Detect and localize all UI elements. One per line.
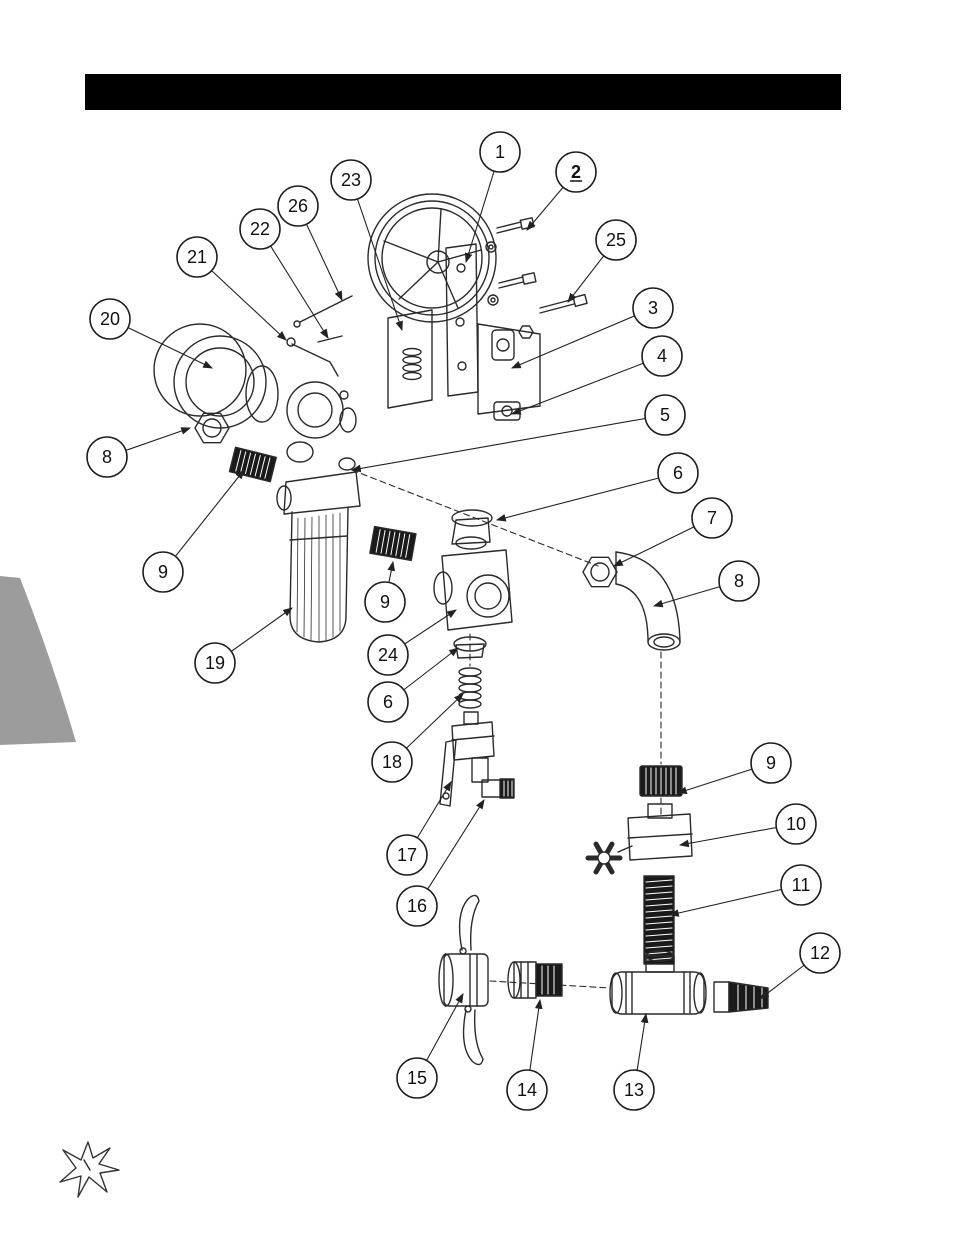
callout-number: 12	[810, 943, 830, 963]
callout-balloon-2: 2	[555, 151, 597, 193]
starburst-logo-icon	[59, 1141, 120, 1198]
leader-line	[495, 472, 679, 522]
callout-number: 20	[100, 309, 120, 329]
callout-balloon-17: 17	[386, 834, 428, 876]
callout-balloon-22: 22	[239, 208, 281, 250]
callout-balloon-21: 21	[176, 236, 218, 278]
callout-balloon-9: 9	[364, 581, 406, 623]
leader-line	[350, 414, 666, 473]
nipple-right-drawing	[639, 765, 683, 797]
callout-number: 6	[383, 692, 393, 712]
mount-bracket-drawing	[387, 243, 541, 421]
callout-number: 21	[187, 247, 207, 267]
callout-balloon-3: 3	[632, 287, 674, 329]
callout-number: 13	[624, 1080, 644, 1100]
center-valve-drawing	[433, 509, 513, 709]
callout-balloon-7: 7	[691, 497, 733, 539]
leader-line	[162, 469, 245, 573]
callout-number: 5	[660, 405, 670, 425]
callout-balloon-11: 11	[780, 864, 822, 906]
callout-number: 14	[517, 1080, 537, 1100]
leader-line	[259, 228, 329, 339]
callout-balloon-24: 24	[367, 634, 409, 676]
callout-number: 8	[102, 447, 112, 467]
shutoff-valve-drawing	[585, 803, 693, 875]
callout-number: 7	[707, 508, 717, 528]
callout-number: 24	[378, 645, 398, 665]
callout-balloon-1: 1	[479, 131, 521, 173]
leader-line	[350, 179, 403, 332]
callout-number: 18	[382, 752, 402, 772]
callout-number: 19	[205, 653, 225, 673]
callout-balloon-8: 8	[86, 436, 128, 478]
callout-balloon-18: 18	[371, 741, 413, 783]
callout-balloon-8: 8	[718, 560, 760, 602]
callout-number: 15	[407, 1068, 427, 1088]
tee-fitting-drawing	[609, 950, 707, 1015]
callout-balloon-14: 14	[506, 1069, 548, 1111]
handwheel-drawing	[367, 193, 497, 323]
callout-balloon-26: 26	[277, 185, 319, 227]
callout-balloon-19: 19	[194, 642, 236, 684]
callout-balloon-5: 5	[644, 394, 686, 436]
callout-balloon-6: 6	[657, 452, 699, 494]
callout-balloon-9: 9	[142, 551, 184, 593]
page-edge-tab	[0, 576, 76, 745]
callout-number: 10	[786, 814, 806, 834]
filter-drawing	[276, 471, 417, 643]
callout-number: 9	[158, 562, 168, 582]
callout-balloon-23: 23	[330, 159, 372, 201]
camlock-coupler-drawing	[438, 894, 489, 1066]
callout-balloon-25: 25	[595, 219, 637, 261]
callout-number: 3	[648, 298, 658, 318]
callout-balloon-20: 20	[89, 298, 131, 340]
callout-number: 4	[657, 346, 667, 366]
callout-number: 17	[397, 845, 417, 865]
callout-balloon-6: 6	[367, 681, 409, 723]
callout-balloon-13: 13	[613, 1069, 655, 1111]
callout-number: 23	[341, 170, 361, 190]
regulator-assembly-drawing	[153, 295, 357, 483]
callout-balloon-15: 15	[396, 1057, 438, 1099]
leader-line	[416, 799, 485, 907]
callout-balloon-4: 4	[641, 335, 683, 377]
callout-number: 9	[380, 592, 390, 612]
callout-number: 22	[250, 219, 270, 239]
hose-barb-drawing	[713, 981, 769, 1013]
callout-number: 25	[606, 230, 626, 250]
bolts-drawing	[485, 217, 588, 339]
callout-balloon-9: 9	[750, 742, 792, 784]
callout-balloon-10: 10	[775, 803, 817, 845]
hose-adapter-drawing	[507, 961, 563, 999]
callout-number: 2	[571, 162, 581, 182]
callout-number: 8	[734, 571, 744, 591]
callout-number: 16	[407, 896, 427, 916]
callout-balloon-12: 12	[799, 932, 841, 974]
leader-line	[510, 355, 663, 415]
ball-valve-drawing	[439, 711, 515, 807]
callout-number: 9	[766, 753, 776, 773]
street-elbow-drawing	[582, 551, 681, 651]
title-bar	[85, 74, 841, 110]
callout-number: 11	[792, 875, 811, 895]
leader-line	[668, 884, 802, 917]
long-nipple-drawing	[643, 875, 675, 965]
callout-number: 26	[288, 196, 308, 216]
leader-line	[510, 307, 654, 369]
callout-number: 6	[673, 463, 683, 483]
callout-number: 1	[495, 142, 505, 162]
callout-balloon-16: 16	[396, 885, 438, 927]
